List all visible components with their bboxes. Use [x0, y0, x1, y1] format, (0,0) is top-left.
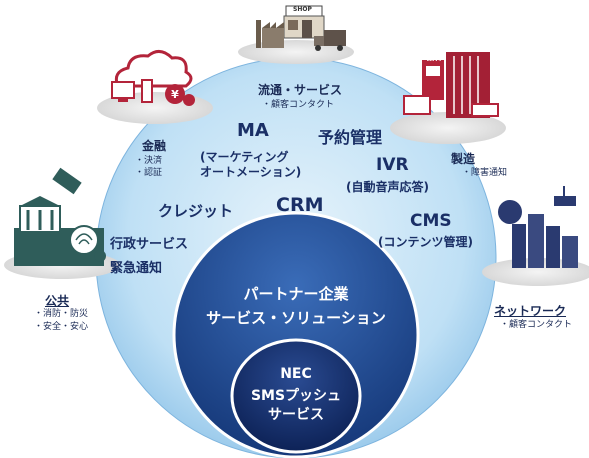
service-admin: 行政サービス	[110, 237, 189, 252]
core-label-2: SMSプッシュ	[250, 388, 342, 404]
core-label-1: NEC	[280, 366, 312, 382]
service-credit: クレジット	[158, 202, 234, 220]
partner-label-2: サービス・ソリューション	[206, 309, 386, 327]
bank-satellite-fingerprint-icon	[4, 167, 120, 279]
service-ma-desc-2: オートメーション)	[200, 165, 302, 179]
domain-public-item-2: ・安全・安心	[34, 322, 89, 332]
service-cms-desc: (コンテンツ管理)	[378, 235, 473, 249]
domain-distribution-title: 流通・サービス	[258, 83, 343, 97]
core-label-3: サービス	[268, 407, 324, 423]
svg-text:¥: ¥	[171, 88, 179, 101]
domain-finance-item-2: ・認証	[135, 168, 163, 178]
domain-finance-title: 金融	[142, 139, 167, 153]
cloud-computer-yen-icon: ¥	[97, 50, 213, 124]
service-ivr-desc: (自動音声応答)	[346, 180, 429, 194]
domain-public-title: 公共	[45, 294, 70, 308]
domain-public-item-1: ・消防・防災	[34, 309, 89, 319]
service-ivr: IVR	[376, 155, 409, 175]
domain-distribution-item: ・顧客コンタクト	[262, 100, 335, 110]
service-ma: MA	[237, 120, 269, 141]
domain-manufacturing-title: 製造	[451, 152, 476, 166]
service-cms: CMS	[410, 211, 452, 231]
globe-city-camera-icon	[482, 186, 589, 286]
service-reservation: 予約管理	[318, 128, 383, 147]
domain-network-item: ・顧客コンタクト	[500, 320, 573, 330]
service-crm: CRM	[276, 194, 324, 216]
domain-finance-item-1: ・決済	[135, 156, 163, 166]
domain-manufacturing-item: ・障害通知	[462, 168, 508, 178]
core-circle	[230, 338, 362, 454]
service-emergency: 緊急通知	[110, 261, 163, 276]
shop-factory-truck-icon	[238, 5, 354, 64]
shop-sign-text: SHOP	[293, 6, 312, 13]
atm-sign-text: ATM	[427, 56, 442, 63]
atm-server-register-icon	[390, 52, 506, 144]
partner-label-1: パートナー企業	[243, 285, 349, 303]
service-ma-desc-1: (マーケティング	[200, 150, 289, 164]
domain-network-title: ネットワーク	[494, 304, 567, 318]
